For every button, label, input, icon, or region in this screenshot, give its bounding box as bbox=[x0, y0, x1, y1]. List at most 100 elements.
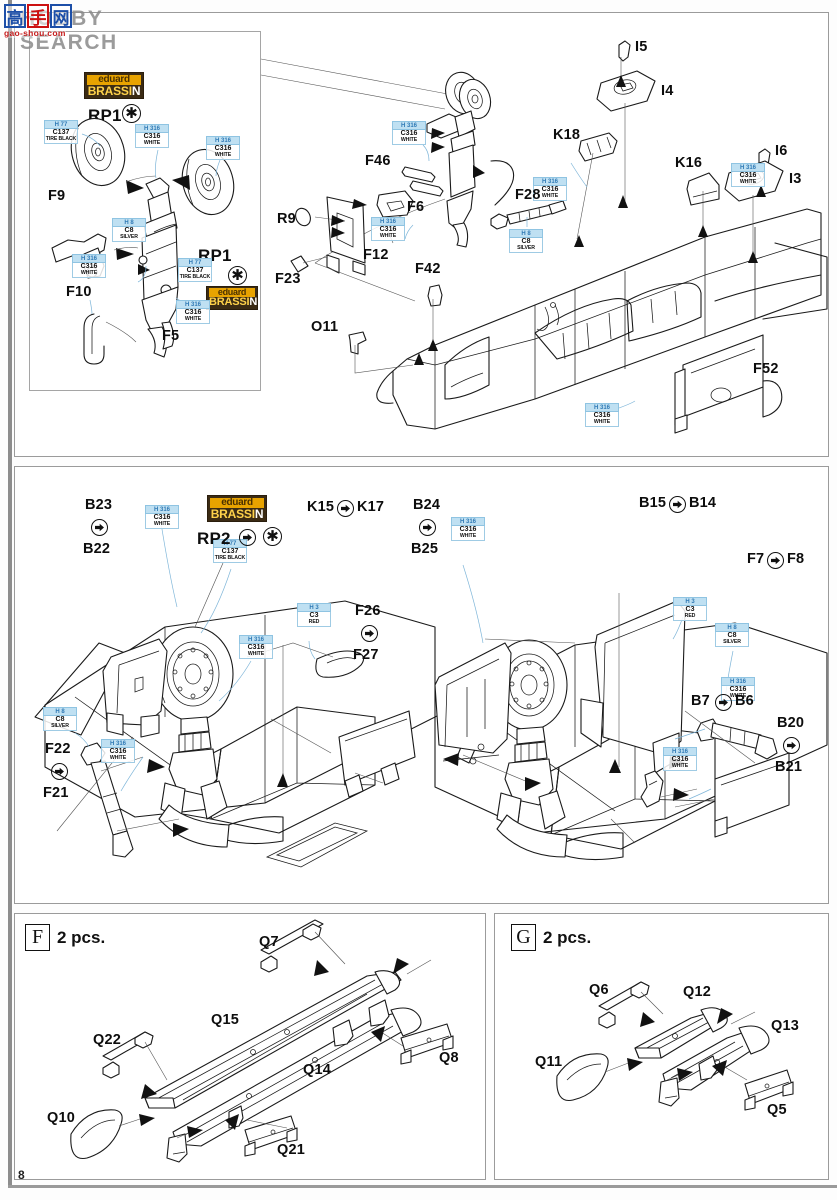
paint-chip-h: H 316 bbox=[72, 254, 106, 264]
part-label-f46: F46 bbox=[365, 153, 391, 169]
mirror-pair-icon bbox=[767, 552, 784, 569]
paint-chip-c: C3 bbox=[297, 612, 331, 620]
page-number: 8 bbox=[18, 1168, 25, 1182]
paint-chip-c: C316 bbox=[371, 226, 405, 234]
mirror-pair-icon bbox=[783, 737, 800, 754]
part-label-q21: Q21 bbox=[277, 1142, 306, 1158]
part-label-f7: F7 bbox=[747, 551, 765, 567]
part-label-r9: R9 bbox=[277, 211, 296, 227]
paint-chip-name: WHITE bbox=[135, 141, 169, 149]
paint-chip: H 316 C316 WHITE bbox=[135, 124, 169, 149]
paint-chip-c: C316 bbox=[663, 756, 697, 764]
paint-chip-h: H 316 bbox=[239, 635, 273, 645]
paint-chip-h: H 316 bbox=[135, 124, 169, 134]
part-label-f23: F23 bbox=[275, 271, 301, 287]
section-id-g: G bbox=[511, 924, 536, 951]
paint-chip: H 8 C8 SILVER bbox=[715, 623, 749, 648]
part-label-f52: F52 bbox=[753, 361, 779, 377]
brassin-star-icon-2: ✱ bbox=[228, 266, 247, 285]
panel-nose-gear-fuselage: eduard BRASSIN RP1 ✱ RP1 ✱ eduard BRASSI… bbox=[14, 12, 829, 457]
paint-chip-name: WHITE bbox=[145, 522, 179, 530]
paint-chip-h: H 316 bbox=[392, 121, 426, 131]
paint-chip-name: WHITE bbox=[371, 234, 405, 242]
mirror-pair-icon bbox=[91, 519, 108, 536]
paint-chip: H 316 C316 WHITE bbox=[451, 517, 485, 542]
brassin-star-icon-3: ✱ bbox=[263, 527, 282, 546]
part-label-q6: Q6 bbox=[589, 982, 609, 998]
part-label-q14: Q14 bbox=[303, 1062, 332, 1078]
paint-chip-c: C316 bbox=[145, 514, 179, 522]
paint-chip-h: H 316 bbox=[731, 163, 765, 173]
part-label-q8: Q8 bbox=[439, 1050, 459, 1066]
part-label-b7: B7 bbox=[691, 693, 710, 709]
assembly-f-artwork bbox=[70, 919, 454, 1163]
part-label-i4: I4 bbox=[661, 83, 674, 99]
paint-chip-name: WHITE bbox=[72, 271, 106, 279]
paint-chip-c: C316 bbox=[176, 309, 210, 317]
paint-chip: H 3 C3 RED bbox=[297, 603, 331, 628]
paint-chip-c: C137 bbox=[213, 548, 247, 556]
part-label-o11: O11 bbox=[311, 319, 339, 335]
paint-chip-c: C316 bbox=[239, 644, 273, 652]
paint-chip: H 316 C316 WHITE bbox=[101, 739, 135, 764]
part-label-b6: B6 bbox=[735, 693, 754, 709]
mirror-pair-icon bbox=[419, 519, 436, 536]
mirror-pair-icon bbox=[715, 694, 732, 711]
part-label-q13: Q13 bbox=[771, 1018, 800, 1034]
part-label-b22: B22 bbox=[83, 541, 111, 557]
paint-chip: H 316 C316 WHITE bbox=[176, 300, 210, 325]
part-label-f12: F12 bbox=[363, 247, 389, 263]
paint-chip: H 77 C137 TIRE BLACK bbox=[44, 120, 78, 145]
paint-chip-c: C316 bbox=[392, 130, 426, 138]
paint-chip: H 316 C316 WHITE bbox=[239, 635, 273, 660]
paint-chip-name: WHITE bbox=[206, 153, 240, 161]
part-label-f42: F42 bbox=[415, 261, 441, 277]
paint-chip-h: H 316 bbox=[145, 505, 179, 515]
brassin-logo-3-bottom: BRASSIN bbox=[210, 506, 264, 521]
assembly-g-artwork bbox=[556, 981, 794, 1111]
part-label-f27: F27 bbox=[353, 647, 379, 663]
paint-chip-h: H 316 bbox=[533, 177, 567, 187]
page-edge-bottom bbox=[8, 1185, 837, 1188]
part-label-q5: Q5 bbox=[767, 1102, 787, 1118]
panel-assembly-g: G 2 pcs. bbox=[494, 913, 829, 1180]
paint-chip: H 77 C137 TIRE BLACK bbox=[178, 258, 212, 283]
paint-chip-h: H 3 bbox=[297, 603, 331, 613]
section-header-g: G 2 pcs. bbox=[511, 924, 591, 951]
part-label-b15: B15 bbox=[639, 495, 667, 511]
paint-chip-c: C316 bbox=[451, 526, 485, 534]
paint-chip-c: C137 bbox=[44, 129, 78, 137]
paint-chip-h: H 316 bbox=[371, 217, 405, 227]
paint-chip-c: C8 bbox=[509, 238, 543, 246]
section-id-f: F bbox=[25, 924, 50, 951]
paint-chip: H 77 C137 TIRE BLACK bbox=[213, 539, 247, 564]
paint-chip-h: H 316 bbox=[206, 136, 240, 146]
part-label-q11: Q11 bbox=[535, 1054, 563, 1070]
paint-chip-name: SILVER bbox=[43, 724, 77, 732]
paint-chip-h: H 316 bbox=[176, 300, 210, 310]
paint-chip-name: RED bbox=[297, 620, 331, 628]
paint-chip-c: C316 bbox=[585, 412, 619, 420]
paint-chip-name: SILVER bbox=[112, 235, 146, 243]
page-edge-left bbox=[8, 0, 12, 1185]
part-label-k18: K18 bbox=[553, 127, 581, 143]
paint-chip-c: C316 bbox=[731, 172, 765, 180]
part-label-f6: F6 bbox=[407, 199, 425, 215]
part-label-b23: B23 bbox=[85, 497, 113, 513]
paint-chip-c: C8 bbox=[715, 632, 749, 640]
part-label-q22: Q22 bbox=[93, 1032, 122, 1048]
part-label-f22: F22 bbox=[45, 741, 71, 757]
paint-chip-name: WHITE bbox=[239, 652, 273, 660]
paint-chip: H 3 C3 RED bbox=[673, 597, 707, 622]
part-label-b24: B24 bbox=[413, 497, 441, 513]
part-label-k17: K17 bbox=[357, 499, 385, 515]
paint-chip-c: C8 bbox=[112, 227, 146, 235]
part-label-q12: Q12 bbox=[683, 984, 712, 1000]
paint-chip-h: H 77 bbox=[178, 258, 212, 268]
section-header-f: F 2 pcs. bbox=[25, 924, 105, 951]
section-count-f: 2 pcs. bbox=[57, 927, 106, 947]
paint-chip-name: WHITE bbox=[585, 420, 619, 428]
mirror-pair-icon-rp2 bbox=[239, 529, 256, 546]
paint-chip-c: C316 bbox=[135, 133, 169, 141]
